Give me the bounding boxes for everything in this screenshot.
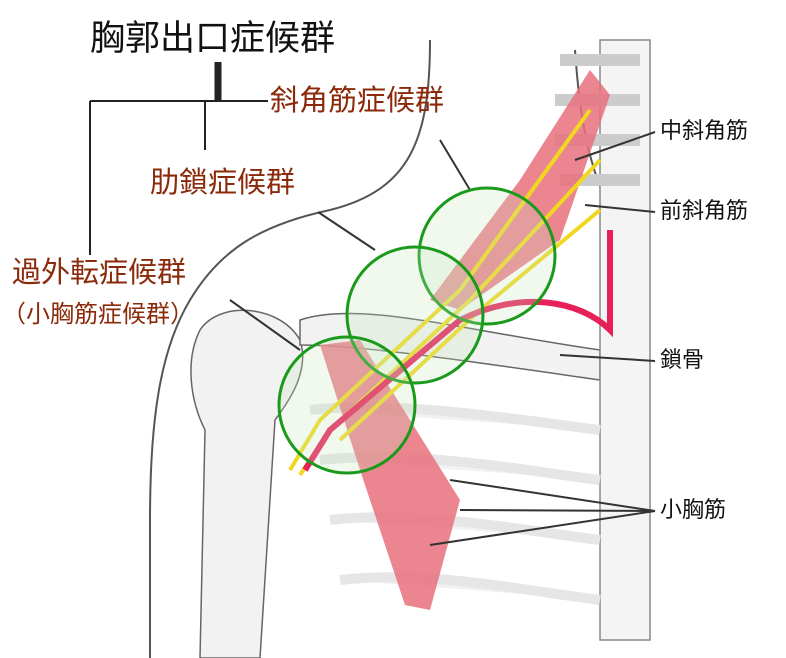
label-middle-scalene: 中斜角筋 [660,119,749,144]
bracket-lines [89,62,268,255]
hyperabduction-circle [277,335,417,475]
label-pectoralis-minor-syndrome: （小胸筋症候群） [2,300,194,328]
pointer-lines [229,131,656,546]
compression-circles [277,186,557,475]
label-anterior-scalene: 前斜角筋 [660,199,749,224]
bones [190,39,651,658]
scalene-circle [417,186,557,326]
label-pectoralis-minor: 小胸筋 [660,498,727,523]
page-title: 胸郭出口症候群 [90,19,336,59]
label-scalene-syndrome: 斜角筋症候群 [270,83,445,117]
label-hyperabduction-syndrome: 過外転症候群 [12,255,187,289]
costoclavicular-circle [345,245,485,385]
label-clavicle: 鎖骨 [660,348,705,373]
scalene-muscle [430,70,610,310]
label-costoclavicular-syndrome: 肋鎖症候群 [150,165,296,199]
